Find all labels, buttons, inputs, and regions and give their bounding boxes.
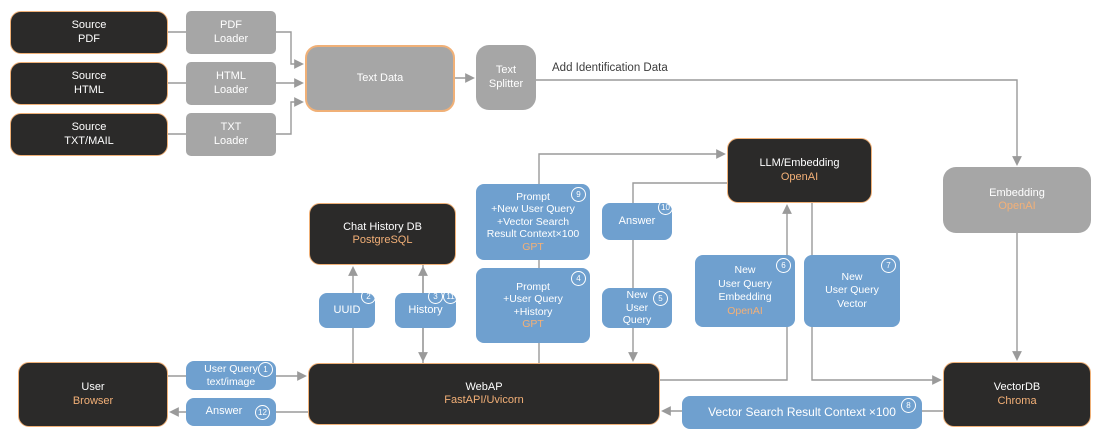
step-badge-9: 9 [571, 187, 586, 202]
node-pdf-loader: PDF Loader [186, 11, 276, 54]
node-history-3-11: 3 11 History [395, 289, 458, 328]
node-prompt-4: 4 Prompt +User Query +History GPT [476, 268, 590, 343]
text-splitter-line2: Splitter [488, 77, 524, 90]
nuq6-l3: Embedding [718, 291, 772, 303]
step-badge-8: 8 [901, 398, 916, 413]
prompt4-l2: +User Query [503, 293, 563, 305]
node-llm-embedding-openai: LLM/Embedding OpenAI [727, 138, 872, 203]
chat-history-db-subtitle: PostgreSQL [352, 234, 413, 246]
node-answer-10: 10 Answer [602, 200, 673, 240]
nuq6-l1: New [734, 264, 756, 276]
prompt9-l1: Prompt [516, 190, 550, 203]
vectordb-subtitle: Chroma [997, 394, 1037, 407]
user-query-l1: User Query [204, 363, 258, 375]
source-pdf-title: Source [71, 19, 107, 32]
webap-subtitle: FastAPI/Uvicorn [444, 394, 524, 406]
step-badge-11: 11 [443, 289, 458, 304]
nuq5-l1: New [626, 289, 648, 302]
node-user-browser: User Browser [18, 362, 168, 427]
node-source-txt: Source TXT/MAIL [10, 113, 168, 156]
nuq6-l2: User Query [718, 277, 772, 290]
prompt4-engine: GPT [522, 318, 544, 330]
nuq7-l1: New [841, 270, 863, 283]
prompt4-l1: Prompt [516, 280, 550, 293]
node-prompt-9: 9 Prompt +New User Query +Vector Search … [476, 184, 590, 260]
step-badge-5: 5 [653, 291, 668, 306]
edge-txtloader-textdata [276, 97, 304, 135]
user-browser-title: User [81, 381, 105, 394]
txt-loader-line1: TXT [220, 121, 242, 134]
prompt9-l3: +Vector Search [496, 215, 570, 228]
step-badge-2: 2 [361, 289, 376, 304]
node-vectordb: VectorDB Chroma [943, 362, 1091, 427]
prompt4-l3: +History [513, 305, 553, 318]
webap-title: WebAP [465, 380, 503, 393]
embedding-title: Embedding [989, 186, 1045, 199]
step-badge-7: 7 [881, 258, 896, 273]
pdf-loader-line1: PDF [220, 19, 242, 32]
node-uuid-2: 2 UUID [319, 289, 376, 328]
html-loader-line1: HTML [216, 70, 246, 83]
step-badge-6: 6 [776, 258, 791, 273]
node-text-splitter: Text Splitter [476, 45, 536, 110]
embedding-subtitle: OpenAI [998, 200, 1036, 212]
answer10-label: Answer [618, 214, 656, 227]
history-label: History [408, 303, 443, 316]
source-txt-title: Source [71, 121, 107, 134]
node-html-loader: HTML Loader [186, 62, 276, 105]
user-query-l2: text/image [206, 375, 256, 388]
source-pdf-subtitle: PDF [78, 32, 100, 45]
node-vector-search-result-context-8: 8 Vector Search Result Context ×100 [682, 396, 922, 429]
prompt9-l2: +New User Query [491, 203, 575, 216]
node-chat-history-db: Chat History DB PostgreSQL [309, 203, 456, 265]
nuq5-l2: User [625, 301, 649, 314]
node-webap: WebAP FastAPI/Uvicorn [308, 363, 660, 425]
chat-history-db-title: Chat History DB [343, 220, 422, 233]
node-new-user-query-embedding-6: 6 New User Query Embedding OpenAI [695, 255, 795, 327]
source-txt-subtitle: TXT/MAIL [64, 134, 114, 147]
node-embedding-openai: Embedding OpenAI [943, 167, 1091, 233]
user-browser-subtitle: Browser [72, 394, 114, 407]
node-new-user-query-vector-7: 7 New User Query Vector [804, 255, 900, 327]
html-loader-line2: Loader [213, 83, 249, 96]
vector-search-label: Vector Search Result Context ×100 [708, 405, 896, 420]
node-source-html: Source HTML [10, 62, 168, 105]
node-source-pdf: Source PDF [10, 11, 168, 54]
source-html-title: Source [71, 70, 107, 83]
nuq6-engine: OpenAI [727, 304, 763, 317]
pdf-loader-line2: Loader [213, 32, 249, 45]
uuid-label: UUID [333, 303, 361, 316]
nuq7-l3: Vector [837, 297, 867, 310]
prompt9-engine: GPT [522, 240, 544, 253]
edge-pdfloader-textdata [276, 31, 304, 69]
node-text-data: Text Data [305, 45, 455, 112]
llm-subtitle: OpenAI [780, 170, 819, 183]
node-answer-12: 12 Answer [186, 398, 276, 426]
node-user-query-1: 1 User Query text/image [186, 361, 276, 390]
answer12-label: Answer [205, 405, 243, 418]
add-identification-data-label: Add Identification Data [552, 62, 668, 74]
text-data-label: Text Data [356, 71, 404, 84]
step-badge-3: 3 [428, 289, 443, 304]
source-html-subtitle: HTML [74, 83, 104, 96]
prompt9-l4: Result Context×100 [486, 228, 580, 241]
nuq5-l3: Query [622, 314, 652, 327]
node-txt-loader: TXT Loader [186, 113, 276, 156]
step-badge-12: 12 [255, 405, 270, 420]
txt-loader-line2: Loader [213, 134, 249, 147]
step-badge-1: 1 [258, 362, 273, 377]
llm-title: LLM/Embedding [759, 157, 840, 170]
step-badge-10: 10 [658, 200, 673, 215]
edge-textsplitter-embedding [536, 79, 1022, 166]
text-splitter-line1: Text [495, 64, 517, 77]
nuq7-l2: User Query [825, 284, 879, 297]
vectordb-title: VectorDB [993, 381, 1041, 394]
step-badge-4: 4 [571, 271, 586, 286]
node-new-user-query-5: 5 New User Query [602, 288, 672, 328]
